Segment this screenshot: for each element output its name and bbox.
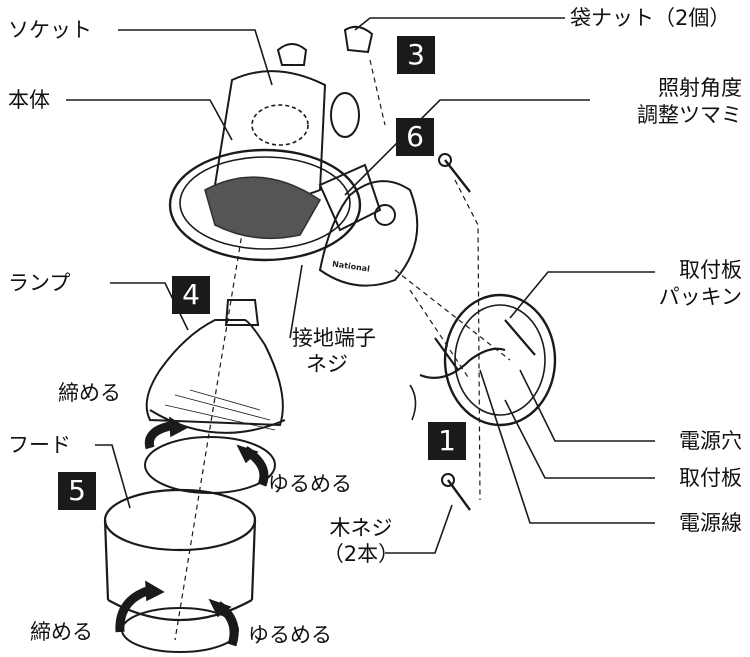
label-loosen-lamp: ゆるめる (268, 472, 352, 496)
label-cap-nut: 袋ナット（2個） (570, 6, 731, 30)
mount-screw (504, 319, 536, 356)
axis-main (174, 184, 251, 641)
label-tighten-lamp: 締める (58, 381, 121, 405)
label-ground-screw-1: 接地端子 (292, 326, 376, 350)
label-wood-screw-1: 木ネジ (329, 516, 393, 540)
cap-nut-right (343, 25, 374, 54)
socket-inner (251, 104, 309, 146)
leader-ground-screw (289, 264, 303, 339)
leader-power-cord (479, 369, 655, 524)
label-power-hole: 電源穴 (679, 429, 742, 453)
step-badge-4: 4 (172, 276, 210, 314)
label-power-cord: 電源線 (679, 511, 742, 535)
lamp-face (149, 409, 286, 434)
leader-body (66, 99, 233, 141)
leader-hood (95, 444, 131, 509)
body-dark-interior (204, 176, 322, 240)
arm (318, 163, 382, 232)
leader-socket (118, 29, 273, 86)
label-socket: ソケット (8, 18, 92, 42)
label-tighten-hood: 締める (30, 620, 93, 644)
axis-cord (409, 289, 471, 381)
label-angle-knob-2: 調整ツマミ (637, 103, 742, 127)
leader-lamp (110, 282, 189, 331)
lamp-bulb (145, 319, 284, 427)
mount-plate-outer (443, 293, 557, 427)
power-cord (419, 347, 506, 379)
cap-nut-left (276, 43, 308, 66)
label-wood-screw-2: （2本） (322, 542, 400, 566)
axis-mount (394, 269, 511, 361)
leader-angle-knob (344, 99, 590, 196)
bracket-base (318, 180, 419, 287)
step-badge-1: 1 (428, 422, 466, 460)
lamp-rim-band (144, 436, 276, 494)
label-angle-knob-1: 照射角度 (658, 76, 742, 100)
leader-wood-screw (385, 504, 453, 554)
step-badge-6: 6 (396, 118, 434, 156)
leader-mount-packing (509, 271, 655, 319)
label-body: 本体 (8, 88, 50, 112)
hood-top (103, 488, 257, 552)
bracket-bolt (374, 204, 396, 226)
step-badge-5: 5 (58, 472, 96, 510)
hood-body (103, 519, 257, 601)
label-lamp: ランプ (8, 271, 71, 295)
label-mount-plate: 取付板 (679, 466, 742, 490)
step-badge-3: 3 (397, 36, 435, 74)
leader-cap-nut (354, 17, 565, 31)
ground-screw (434, 337, 459, 371)
lamp-base (224, 299, 260, 326)
leader-mount-plate (504, 399, 655, 479)
hood-bottom-band (121, 607, 239, 653)
label-ground-screw-2: ネジ (306, 352, 348, 376)
label-loosen-hood: ゆるめる (248, 623, 332, 647)
label-hood: フード (8, 433, 71, 457)
axis-cap-nut (369, 59, 386, 126)
body-ring (168, 148, 362, 262)
label-mount-packing-1: 取付板 (679, 258, 742, 282)
label-mount-packing-2: パッキン (658, 285, 742, 309)
angle-knob (330, 92, 360, 138)
rotate-arrow-hood-tighten (115, 585, 152, 633)
leader-power-hole (519, 369, 655, 442)
